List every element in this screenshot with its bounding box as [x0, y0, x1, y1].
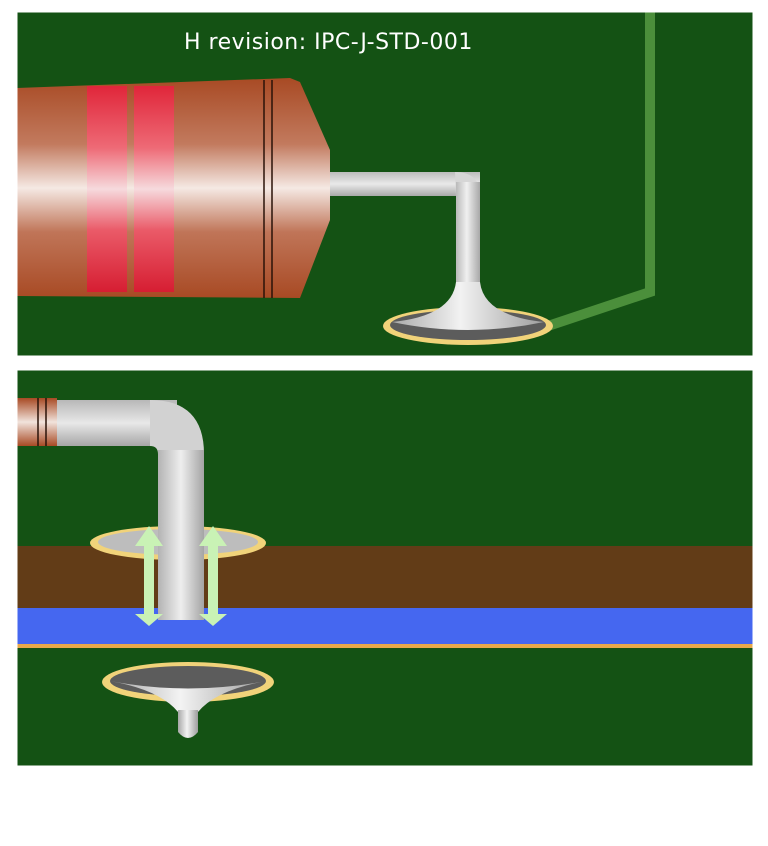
top-illustration: [16, 11, 754, 357]
top-panel: H revision: IPC-J-STD-001: [0, 0, 768, 360]
caption-line-1: Cross-sectional view of: [288, 788, 536, 813]
cross-section-caption: Cross-sectional view of circumferential …: [288, 786, 644, 846]
bottom-panel: Cross-sectional view of circumferential …: [0, 360, 768, 843]
bottom-solder-fillet: [110, 681, 266, 732]
resistor-band: [134, 86, 174, 292]
resistor-band: [87, 86, 127, 292]
lead-through-hole: [158, 450, 204, 620]
separation-arrow: [199, 526, 227, 626]
resistor-end: [17, 398, 57, 446]
bottom-copper-line: [17, 644, 753, 648]
copper-trace: [546, 12, 655, 331]
solder-fillet: [392, 282, 544, 330]
separation-arrow: [135, 526, 163, 626]
component-lead: [330, 172, 480, 196]
lead-tip: [178, 710, 198, 738]
inner-copper-layer: [17, 608, 753, 644]
panel-title: H revision: IPC-J-STD-001: [184, 30, 473, 55]
cross-section-illustration: [16, 369, 754, 767]
caption-line-2: circumferential solder separation: [288, 818, 645, 843]
